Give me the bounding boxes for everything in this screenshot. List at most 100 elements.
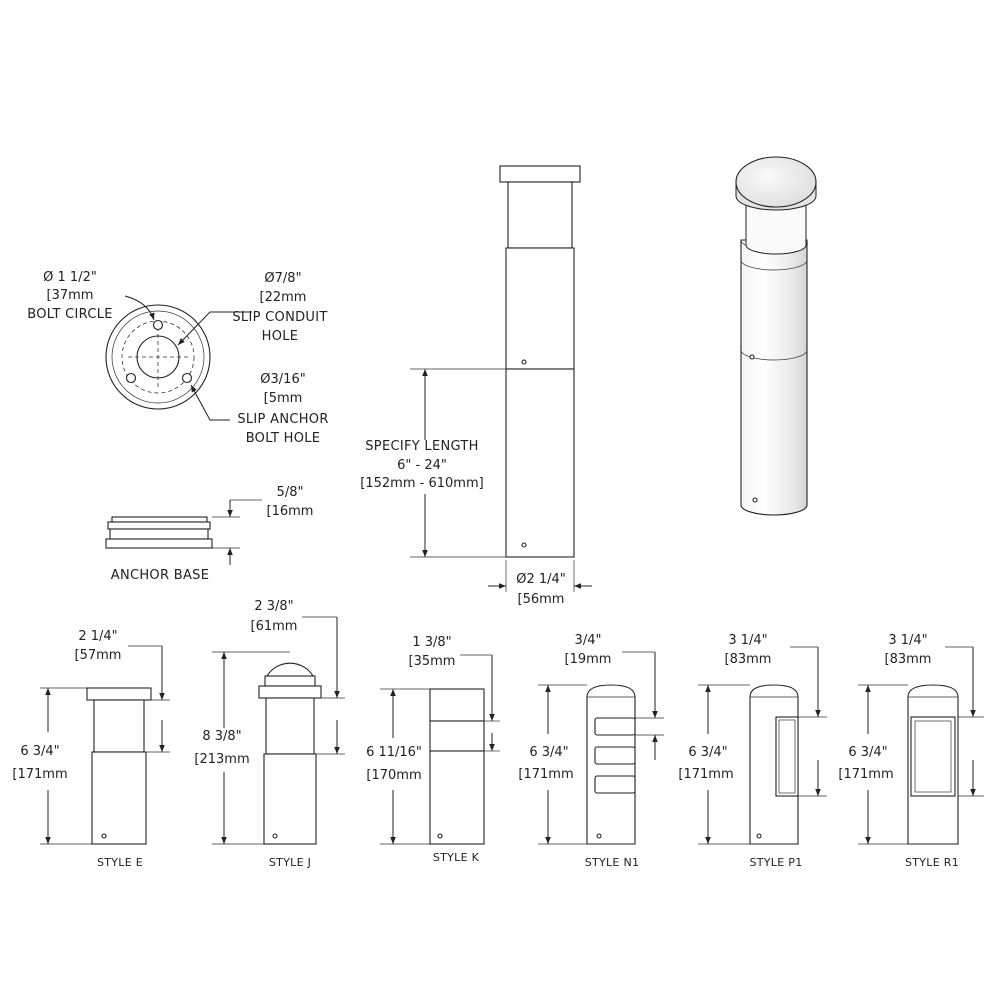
main-diameter: Ø2 1/4" xyxy=(516,572,566,587)
style-n1-top-dim: 3/4" xyxy=(575,633,602,648)
style-e-lens xyxy=(93,699,145,753)
style-p1-label: STYLE P1 xyxy=(749,856,802,869)
bolt-circle-mm: [37mm xyxy=(47,288,94,303)
conduit-mm: [22mm xyxy=(260,290,307,305)
anchor-bolt-hole-top xyxy=(152,319,164,331)
style-j-collar xyxy=(258,685,322,699)
style-k-height-mm: [170mm xyxy=(366,768,421,783)
anchor-base-lip xyxy=(111,516,208,523)
conduit-label-1: SLIP CONDUIT xyxy=(232,310,327,325)
main-diameter-mm: [56mm xyxy=(518,592,565,607)
conduit-leader xyxy=(177,311,252,346)
iso-body xyxy=(740,239,808,516)
style-e-top-mm: [57mm xyxy=(75,648,122,663)
length-label-2: 6" - 24" xyxy=(397,458,447,473)
style-j-drawing xyxy=(212,616,345,845)
main-lower-tube xyxy=(505,368,575,558)
anchor-base-ring-1 xyxy=(107,521,211,530)
style-j-dome-base xyxy=(264,675,316,687)
anchor-base-foot xyxy=(105,538,213,549)
anchor-bolt-leader xyxy=(190,384,230,421)
style-p1-top-mm: [83mm xyxy=(725,652,772,667)
main-lens xyxy=(507,181,573,249)
style-k-screw xyxy=(437,833,443,839)
iso-upper-joint xyxy=(740,259,808,271)
bolt-circle-callout: Ø 1 1/2" [37mm BOLT CIRCLE xyxy=(27,270,113,322)
anchor-bolt-label-2: BOLT HOLE xyxy=(246,431,321,446)
style-n1-height-mm: [171mm xyxy=(518,767,573,782)
style-j-body xyxy=(263,753,317,845)
style-r1-top-dim: 3 1/4" xyxy=(888,633,927,648)
style-e-label: STYLE E xyxy=(97,856,143,869)
bolt-circle-dia: Ø 1 1/2" xyxy=(43,270,97,285)
anchor-bolt-hole-right xyxy=(181,372,193,384)
style-p1-screw xyxy=(756,833,762,839)
anchor-base-height-mm: [16mm xyxy=(267,504,314,519)
anchor-bolt-dia: Ø3/16" xyxy=(260,372,305,387)
anchor-base-view xyxy=(105,499,262,565)
style-n1-slot-3 xyxy=(594,775,636,794)
style-e-height: 6 3/4" xyxy=(20,744,59,759)
style-p1-window-inner xyxy=(778,719,796,794)
style-e-drawing xyxy=(40,645,170,845)
anchor-base-height: 5/8" xyxy=(277,485,304,500)
style-e-top-dim: 2 1/4" xyxy=(78,629,117,644)
conduit-dia: Ø7/8" xyxy=(264,271,301,286)
bolt-circle-leader xyxy=(124,295,155,321)
style-k-height: 6 11/16" xyxy=(366,745,422,760)
style-j-upper xyxy=(265,697,315,755)
anchor-bolt-mm: [5mm xyxy=(264,391,303,406)
style-n1-height: 6 3/4" xyxy=(529,745,568,760)
style-p1-window xyxy=(775,716,799,797)
style-k-body xyxy=(429,750,485,845)
style-k-lens xyxy=(429,688,485,722)
iso-mid-joint xyxy=(740,349,808,361)
style-k-top-mm: [35mm xyxy=(409,654,456,669)
base-rim-circle xyxy=(111,310,205,404)
style-r1-top-mm: [83mm xyxy=(885,652,932,667)
base-top-view xyxy=(105,295,252,421)
length-label-3: [152mm - 610mm] xyxy=(360,476,483,491)
style-e-screw xyxy=(101,833,107,839)
style-r1-height-mm: [171mm xyxy=(838,767,893,782)
bolt-circle-label: BOLT CIRCLE xyxy=(27,307,113,322)
style-k-drawing xyxy=(380,654,500,845)
style-j-height: 8 3/8" xyxy=(202,729,241,744)
main-cap xyxy=(499,165,581,183)
main-upper-tube xyxy=(505,247,575,370)
style-r1-drawing xyxy=(858,646,984,845)
conduit-label-2: HOLE xyxy=(262,329,299,344)
style-e-cap xyxy=(86,687,152,701)
style-r1-window-inner xyxy=(914,720,952,793)
style-n1-drawing xyxy=(538,651,664,845)
style-j-screw xyxy=(272,833,278,839)
anchor-base-ring-2 xyxy=(109,528,209,540)
iso-cap-top xyxy=(735,156,817,208)
style-e-height-mm: [171mm xyxy=(12,767,67,782)
style-n1-label: STYLE N1 xyxy=(585,856,640,869)
main-screw-1 xyxy=(521,359,527,365)
style-n1-slot-1 xyxy=(594,717,636,736)
style-j-top-mm: [61mm xyxy=(251,619,298,634)
length-label-1: SPECIFY LENGTH xyxy=(365,439,478,454)
iso-screw-1 xyxy=(749,354,755,360)
isometric-bollard-view xyxy=(735,156,817,516)
style-n1-top-mm: [19mm xyxy=(565,652,612,667)
style-j-height-mm: [213mm xyxy=(194,752,249,767)
main-bollard-elevation xyxy=(410,165,592,592)
anchor-base-label: ANCHOR BASE xyxy=(111,568,209,583)
style-j-dome xyxy=(266,662,314,677)
style-k-collar xyxy=(429,720,485,752)
style-r1-height: 6 3/4" xyxy=(848,745,887,760)
anchor-bolt-hole-left xyxy=(125,372,137,384)
style-n1-screw xyxy=(596,833,602,839)
anchor-bolt-label-1: SLIP ANCHOR xyxy=(237,412,328,427)
style-j-label: STYLE J xyxy=(269,856,311,869)
iso-screw-2 xyxy=(752,497,758,503)
main-screw-2 xyxy=(521,542,527,548)
style-k-label: STYLE K xyxy=(433,851,480,864)
style-j-top-dim: 2 3/8" xyxy=(254,599,293,614)
style-k-top-dim: 1 3/8" xyxy=(412,635,451,650)
style-e-body xyxy=(91,751,147,845)
